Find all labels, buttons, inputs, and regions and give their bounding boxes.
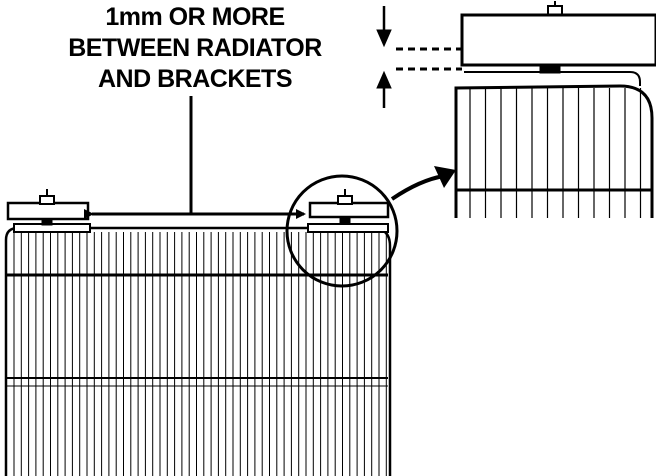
radiator-core	[4, 226, 392, 476]
label-line-2: BETWEEN RADIATOR	[68, 34, 322, 62]
label-line-1: 1mm OR MORE	[105, 3, 285, 31]
detail-view	[454, 1, 656, 218]
label-line-3: AND BRACKETS	[98, 65, 293, 93]
right-bracket	[308, 189, 390, 225]
detail-circle	[285, 174, 399, 288]
detail-pointer-arrow	[390, 166, 456, 201]
left-bracket	[6, 189, 90, 226]
gap-arrows	[376, 6, 392, 108]
detail-fins	[456, 88, 652, 218]
gap-dashes	[396, 47, 462, 71]
clearance-label: 1mm OR MORE BETWEEN RADIATOR AND BRACKET…	[30, 2, 360, 95]
